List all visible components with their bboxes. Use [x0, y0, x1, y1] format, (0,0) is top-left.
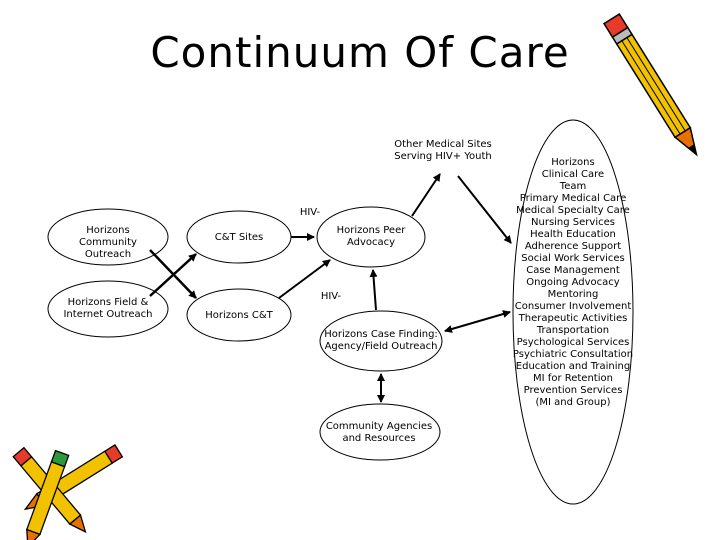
clinical-care-item: Education and Training	[509, 361, 637, 373]
clinical-care-item: Transportation	[509, 325, 637, 337]
clinical-care-item: Medical Specialty Care	[509, 205, 637, 217]
pencil-icon	[598, 0, 708, 175]
edge-other-medical-to-clinical	[458, 176, 511, 243]
clinical-care-item: Team	[509, 181, 637, 193]
label-other-medical-sites: Other Medical Sites Serving HIV+ Youth	[392, 139, 494, 163]
label-horizons-ct: Horizons C&T	[195, 310, 283, 322]
clinical-care-item: MI for Retention	[509, 373, 637, 385]
clinical-care-item: Mentoring	[509, 289, 637, 301]
label-community-outreach: Horizons Community Outreach	[56, 225, 160, 261]
edge-label-hiv-neg-top: HIV-	[295, 207, 325, 219]
clinical-care-item: Social Work Services	[509, 253, 637, 265]
label-case-finding: Horizons Case Finding: Agency/Field Outr…	[320, 329, 442, 353]
pencils-icon	[0, 420, 125, 540]
label-ct-sites: C&T Sites	[195, 232, 283, 244]
clinical-care-item: Adherence Support	[509, 241, 637, 253]
clinical-care-item: Psychological Services	[509, 337, 637, 349]
clinical-care-item: Prevention Services	[509, 385, 637, 397]
edge-peer-to-other-medical	[412, 174, 440, 216]
edge-case-finding-to-peer	[373, 270, 376, 310]
label-field-internet-outreach: Horizons Field & Internet Outreach	[56, 297, 160, 321]
edge-case-finding-clinical	[445, 312, 510, 331]
label-community-agencies: Community Agencies and Resources	[324, 421, 434, 445]
clinical-care-item: Ongoing Advocacy	[509, 277, 637, 289]
clinical-care-item: Consumer Involvement	[509, 301, 637, 313]
clinical-care-item: Nursing Services	[509, 217, 637, 229]
edge-label-hiv-neg-mid: HIV-	[316, 291, 346, 303]
clinical-care-item: Psychiatric Consultation	[509, 349, 637, 361]
clinical-care-item: Therapeutic Activities	[509, 313, 637, 325]
clinical-care-item: Health Education	[509, 229, 637, 241]
clinical-care-item: (MI and Group)	[509, 397, 637, 409]
label-peer-advocacy: Horizons Peer Advocacy	[324, 225, 418, 249]
clinical-care-item: Case Management	[509, 265, 637, 277]
clinical-care-item: Primary Medical Care	[509, 193, 637, 205]
